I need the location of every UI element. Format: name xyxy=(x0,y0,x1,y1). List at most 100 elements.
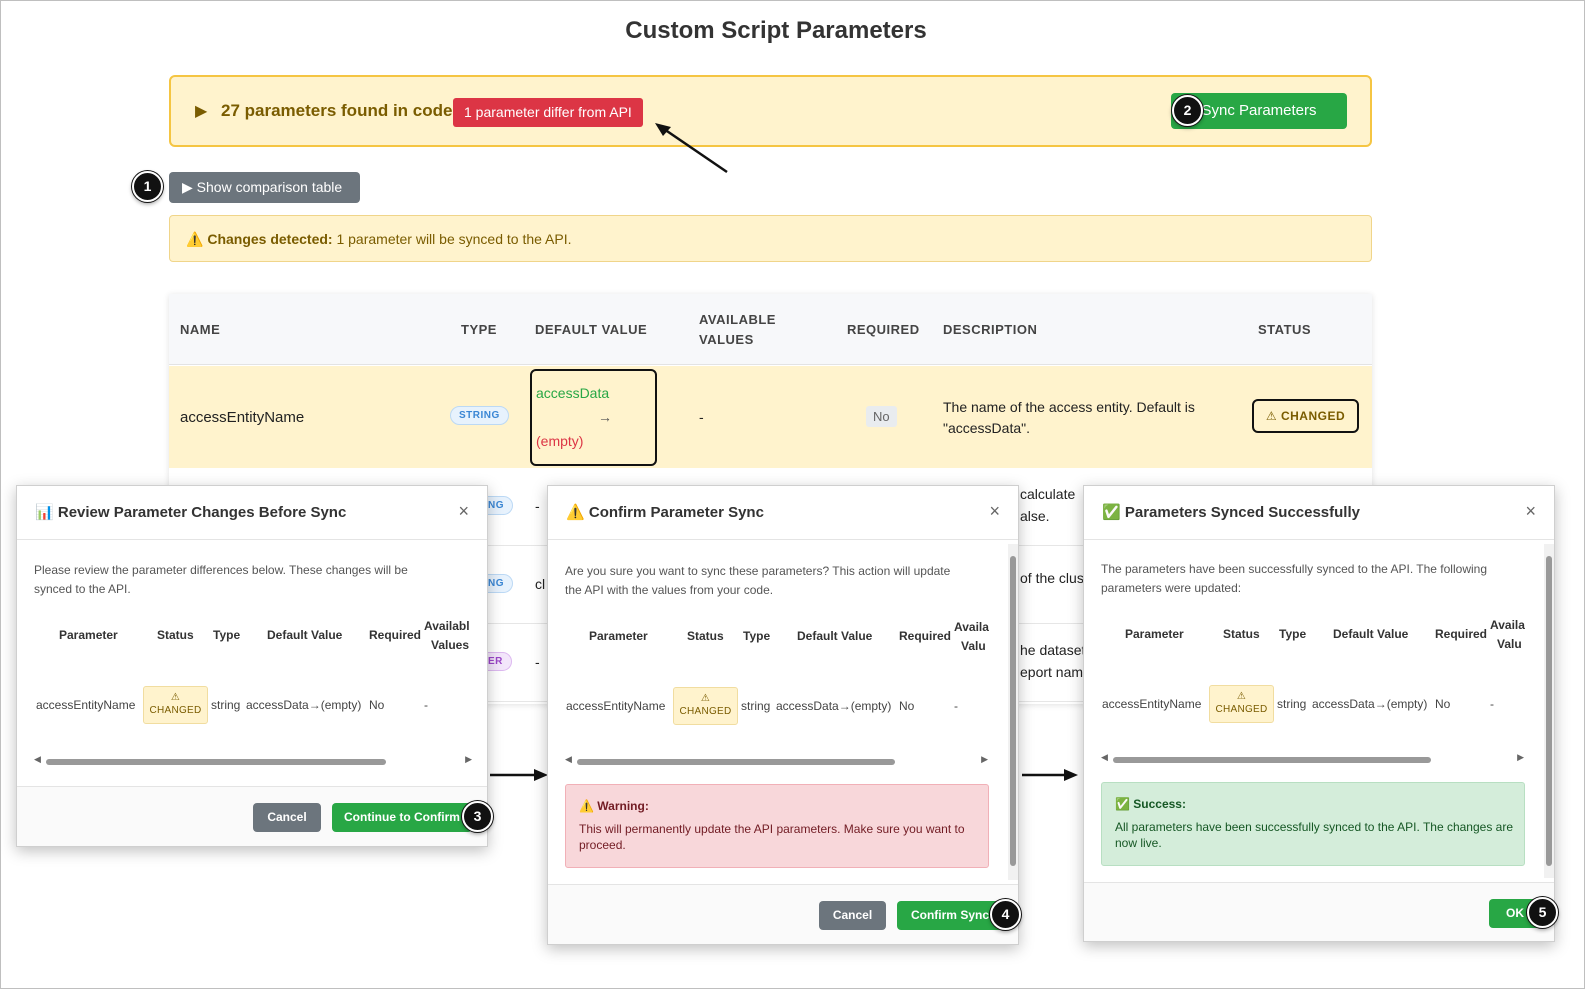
th-status: Status xyxy=(687,629,724,643)
th-type: Type xyxy=(743,629,771,643)
show-comparison-table-button[interactable]: ▶ Show comparison table xyxy=(169,172,360,203)
param-name: accessEntityName xyxy=(566,699,666,713)
scroll-left-icon[interactable]: ◀ xyxy=(1101,752,1108,762)
chart-icon: 📊 xyxy=(35,504,54,521)
modal-intro-line2: synced to the API. xyxy=(34,582,131,596)
changes-alert-title: Changes detected: xyxy=(207,231,333,247)
param-available: - xyxy=(424,698,428,712)
check-icon: ✅ xyxy=(1102,504,1121,521)
col-name: NAME xyxy=(180,322,221,337)
default-old-value: accessData xyxy=(536,385,610,401)
modal-footer: Cancel Confirm Sync xyxy=(548,884,1018,944)
modal-intro-line1: Please review the parameter differences … xyxy=(34,563,408,577)
status-badge: ⚠ CHANGED xyxy=(1252,399,1359,433)
col-available: AVAILABLE xyxy=(699,312,776,327)
flow-arrow-icon xyxy=(1022,769,1078,781)
scroll-right-icon[interactable]: ▶ xyxy=(981,754,988,764)
confirm-modal: ⚠️ Confirm Parameter Sync × Are you sure… xyxy=(547,485,1019,945)
scrollbar-thumb[interactable] xyxy=(1010,556,1016,866)
param-name: accessEntityName xyxy=(180,409,305,426)
warning-icon: ⚠ xyxy=(1236,691,1247,702)
modal-header: ⚠️ Confirm Parameter Sync × xyxy=(548,486,1018,540)
th-available: Availa xyxy=(954,620,989,634)
col-required: REQUIRED xyxy=(847,322,920,337)
th-parameter: Parameter xyxy=(589,629,648,643)
default-value: cl xyxy=(535,576,546,592)
scrollbar-thumb[interactable] xyxy=(1546,556,1552,866)
close-icon[interactable]: × xyxy=(1525,501,1536,521)
status-badge: ⚠ CHANGED xyxy=(673,687,738,725)
success-title: ✅ Success: xyxy=(1115,797,1186,811)
modal-intro-line1: Are you sure you want to sync these para… xyxy=(565,564,951,578)
col-status: STATUS xyxy=(1258,322,1312,337)
param-type: string xyxy=(211,698,241,712)
required-pill: No xyxy=(866,406,897,427)
th-type: Type xyxy=(1279,627,1307,641)
arrow-right-icon: → xyxy=(598,409,612,425)
th-parameter: Parameter xyxy=(1125,627,1184,641)
default-value-diff: accessData → (empty) xyxy=(530,369,657,466)
changes-alert: ⚠️ Changes detected: 1 parameter will be… xyxy=(169,215,1372,262)
close-icon[interactable]: × xyxy=(458,501,469,521)
annotation-arrow xyxy=(655,123,728,174)
modal-header: ✅ Parameters Synced Successfully × xyxy=(1084,486,1554,540)
default-value: - xyxy=(535,654,540,670)
type-pill: STRING xyxy=(450,406,509,425)
description-line2: alse. xyxy=(1020,508,1050,524)
scroll-right-icon[interactable]: ▶ xyxy=(1517,752,1524,762)
scrollbar-thumb[interactable] xyxy=(1113,757,1431,763)
param-name: accessEntityName xyxy=(36,698,136,712)
vertical-scrollbar[interactable] xyxy=(1008,544,1018,880)
modal-footer: OK xyxy=(1084,882,1554,941)
description-line2: "accessData". xyxy=(943,420,1030,436)
horizontal-scrollbar[interactable]: ◀ ▶ xyxy=(34,754,472,768)
modal-title-text: Confirm Parameter Sync xyxy=(588,504,764,521)
flow-arrow-icon xyxy=(490,769,548,781)
changes-alert-text: 1 parameter will be synced to the API. xyxy=(332,231,572,247)
param-required: No xyxy=(1435,697,1451,711)
scroll-left-icon[interactable]: ◀ xyxy=(34,754,41,764)
scrollbar-thumb[interactable] xyxy=(46,759,386,765)
review-modal-title: 📊 Review Parameter Changes Before Sync xyxy=(35,503,346,521)
th-values: Values xyxy=(431,638,470,652)
horizontal-scrollbar[interactable]: ◀ ▶ xyxy=(565,754,988,768)
warning-title: ⚠️ Warning: xyxy=(579,799,649,813)
col-type: TYPE xyxy=(461,322,497,337)
step-marker-4: 4 xyxy=(990,899,1021,930)
scrollbar-thumb[interactable] xyxy=(577,759,895,765)
table-row: accessEntityName STRING accessData → (em… xyxy=(169,366,1372,468)
th-default-value: Default Value xyxy=(1333,627,1409,641)
continue-to-confirm-button[interactable]: Continue to Confirm xyxy=(332,803,472,832)
scroll-right-icon[interactable]: ▶ xyxy=(465,754,472,764)
status-badge: ⚠CHANGED xyxy=(143,686,208,724)
scroll-left-icon[interactable]: ◀ xyxy=(565,754,572,764)
th-available: Availa xyxy=(1490,618,1525,632)
param-default: accessData→(empty) xyxy=(776,699,892,713)
page-title: Custom Script Parameters xyxy=(625,17,927,44)
confirm-sync-button[interactable]: Confirm Sync xyxy=(897,901,1003,930)
description-line2: eport nam xyxy=(1020,664,1084,680)
success-modal: ✅ Parameters Synced Successfully × The p… xyxy=(1083,485,1555,942)
close-icon[interactable]: × xyxy=(989,501,1000,521)
vertical-scrollbar[interactable] xyxy=(1544,544,1554,878)
th-type: Type xyxy=(213,628,241,642)
warning-icon: ⚠ xyxy=(700,693,711,704)
warning-line2: proceed. xyxy=(579,838,626,852)
th-required: Required xyxy=(899,629,952,643)
param-available: - xyxy=(954,699,958,713)
horizontal-scrollbar[interactable]: ◀ ▶ xyxy=(1101,752,1524,766)
modal-intro-line2: parameters were updated: xyxy=(1101,581,1242,595)
expand-triangle-icon[interactable]: ▶ xyxy=(195,103,208,120)
th-status: Status xyxy=(1223,627,1260,641)
diff-badge: 1 parameter differ from API xyxy=(453,98,643,127)
success-modal-title: ✅ Parameters Synced Successfully xyxy=(1102,503,1360,521)
warning-line1: This will permanently update the API par… xyxy=(579,822,965,836)
modal-title-text: Review Parameter Changes Before Sync xyxy=(57,504,347,521)
table-header: NAME TYPE DEFAULT VALUE AVAILABLE VALUES… xyxy=(169,294,1372,365)
param-type: string xyxy=(1277,697,1307,711)
param-available: - xyxy=(1490,697,1494,711)
status-text: CHANGED xyxy=(679,706,732,717)
cancel-button[interactable]: Cancel xyxy=(253,803,321,832)
cancel-button[interactable]: Cancel xyxy=(819,901,886,930)
